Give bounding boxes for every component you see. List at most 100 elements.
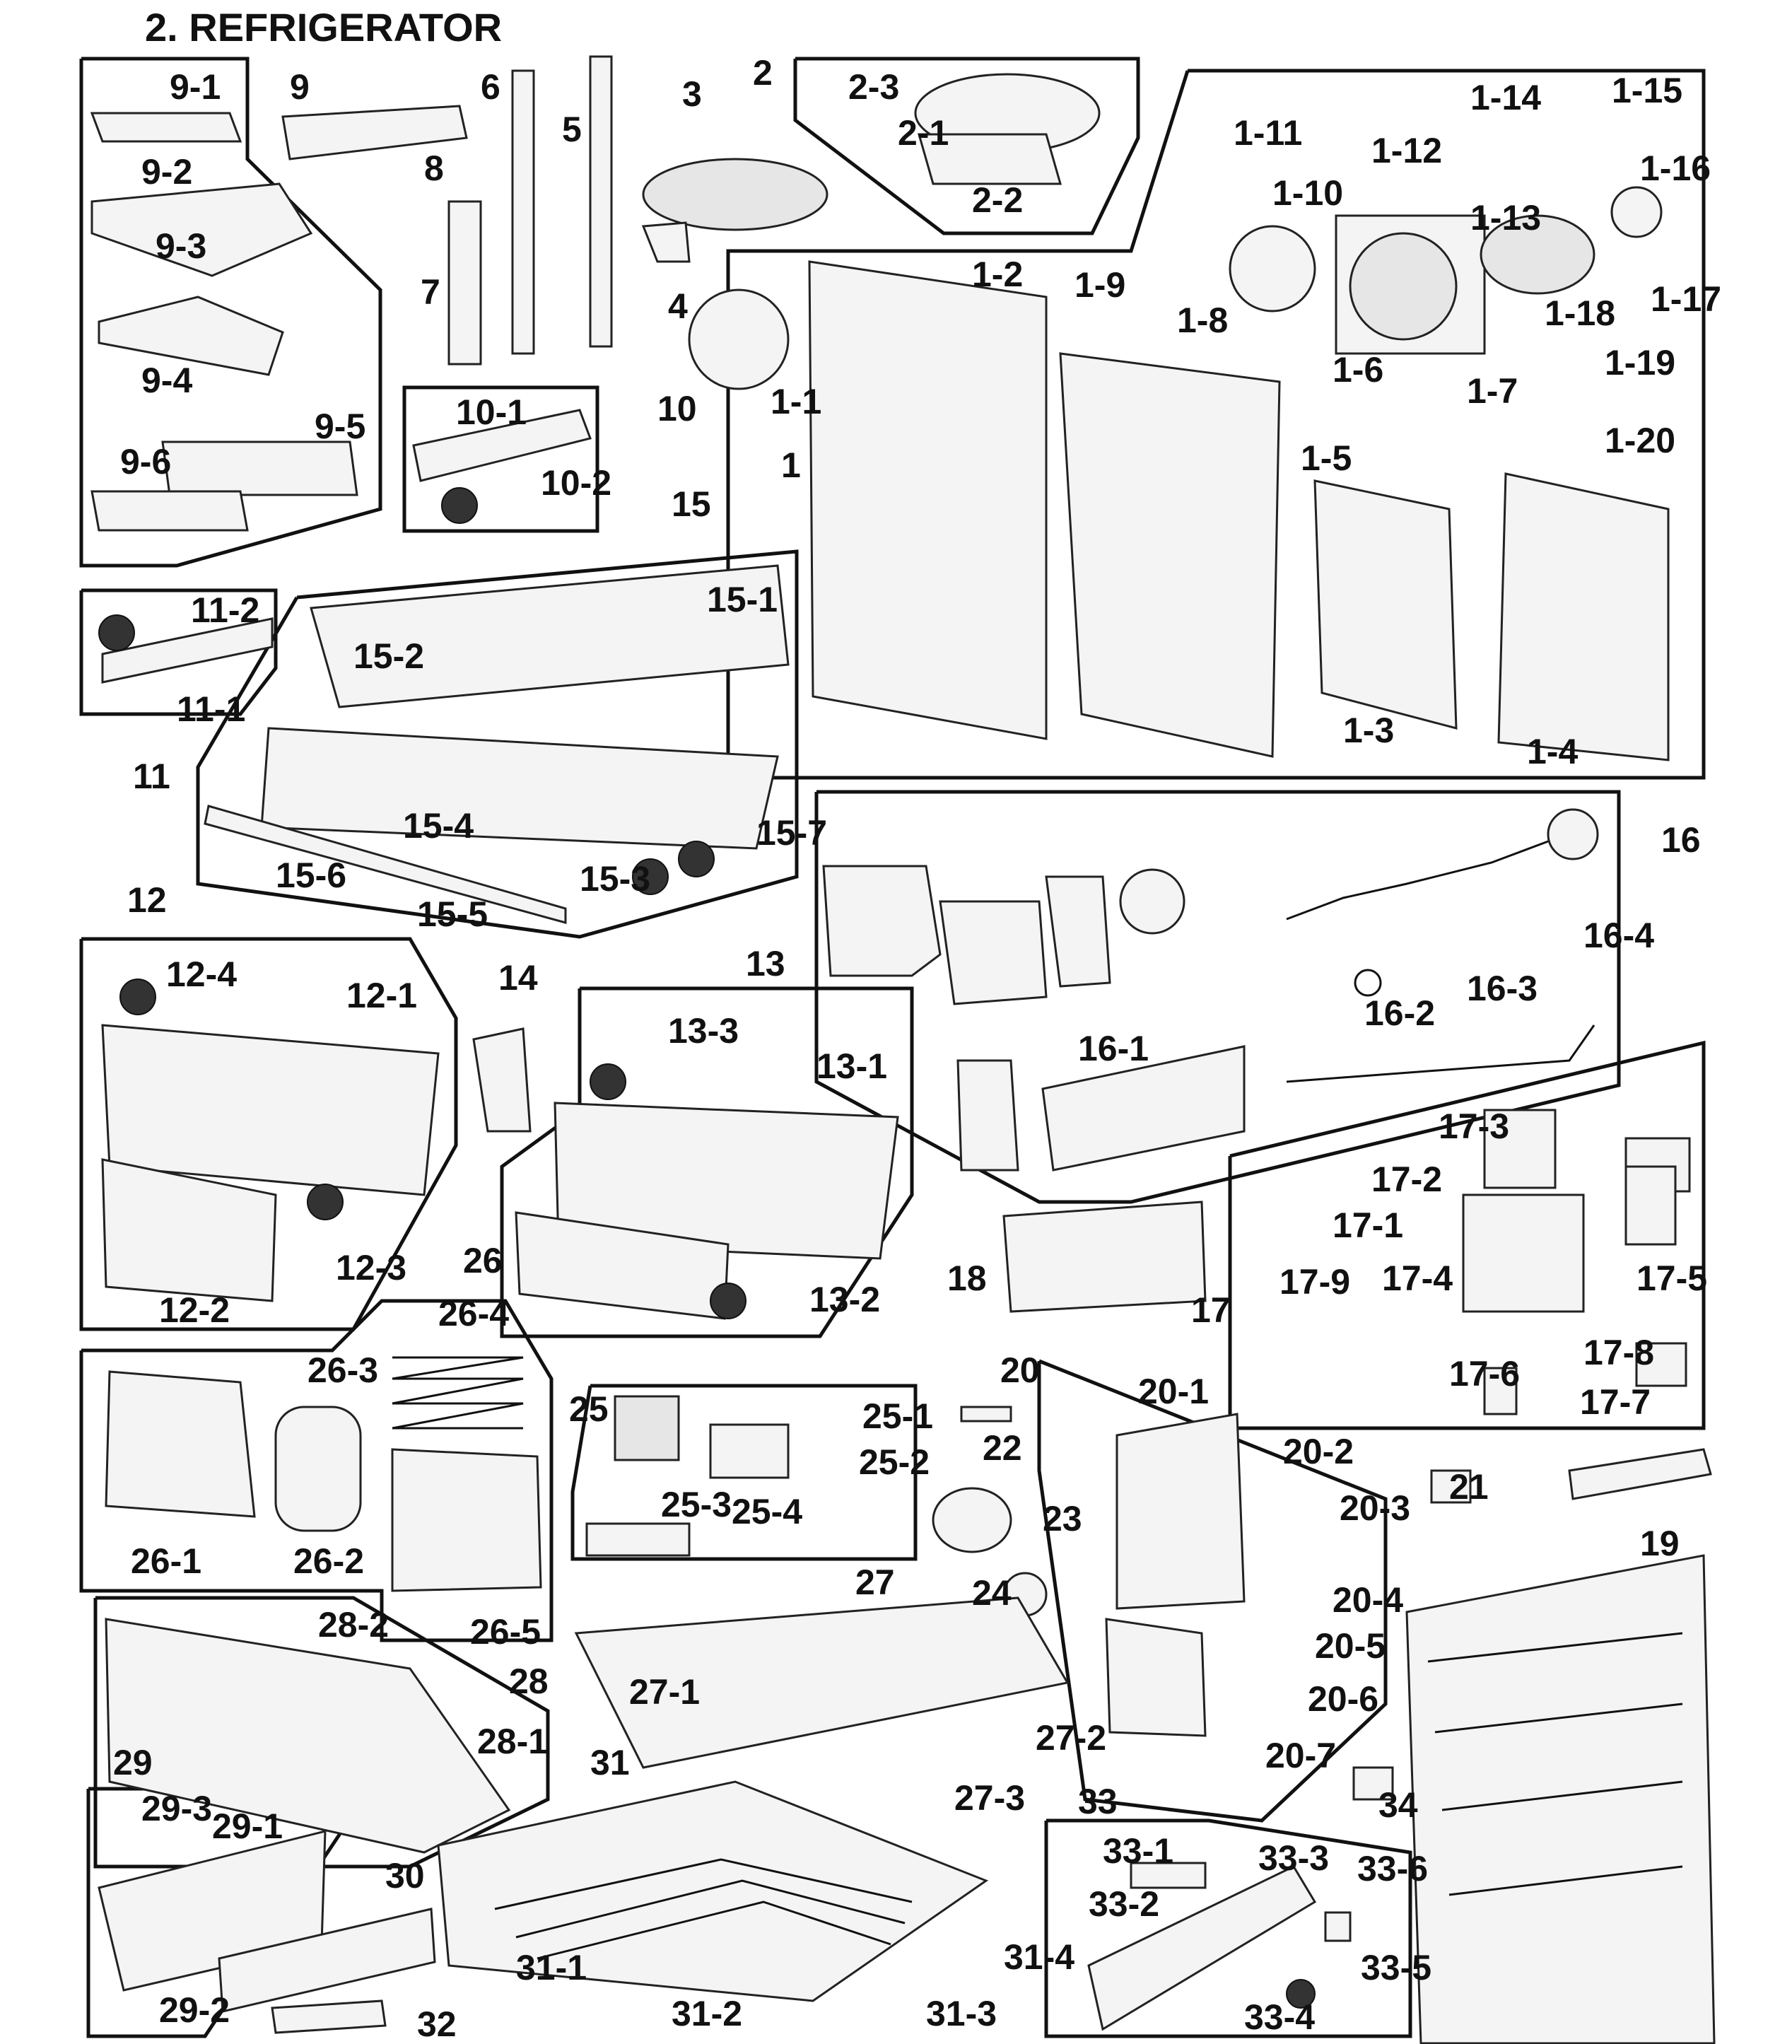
part-label-25-3: 25-3	[661, 1485, 732, 1524]
part-label-19: 19	[1640, 1524, 1680, 1563]
part-label-2-3: 2-3	[848, 67, 899, 107]
part-label-27-1: 27-1	[629, 1672, 700, 1712]
part-label-27-2: 27-2	[1036, 1718, 1106, 1758]
part-label-33-6: 33-6	[1357, 1849, 1428, 1888]
part-label-31-1: 31-1	[516, 1948, 587, 1987]
part-label-11-2: 11-2	[191, 590, 259, 630]
part-label-15-5: 15-5	[417, 894, 488, 934]
part-label-16-1: 16-1	[1078, 1029, 1149, 1068]
part-label-26-1: 26-1	[131, 1541, 201, 1581]
part-label-1-8: 1-8	[1177, 300, 1228, 340]
part-label-28-1: 28-1	[477, 1722, 548, 1761]
part-label-9-6: 9-6	[120, 442, 171, 481]
part-label-1-17: 1-17	[1651, 279, 1721, 319]
part-label-9-4: 9-4	[141, 361, 192, 400]
part-label-1-11: 1-11	[1234, 113, 1302, 153]
group-box-28	[93, 1596, 550, 1869]
part-label-1-16: 1-16	[1640, 148, 1711, 188]
part-label-17-9: 17-9	[1279, 1262, 1350, 1302]
part-label-7: 7	[421, 272, 440, 312]
part-label-20: 20	[1000, 1350, 1040, 1390]
part-label-20-2: 20-2	[1283, 1432, 1354, 1471]
part-label-1-5: 1-5	[1301, 438, 1352, 478]
part-label-15-3: 15-3	[580, 859, 650, 899]
part-label-25-2: 25-2	[859, 1442, 930, 1482]
part-label-1-1: 1-1	[771, 382, 821, 421]
diagram-title: 2. REFRIGERATOR	[145, 5, 502, 49]
part-label-2-1: 2-1	[898, 113, 949, 153]
part-label-17: 17	[1191, 1290, 1231, 1330]
part-label-1-9: 1-9	[1074, 265, 1125, 305]
part-label-9: 9	[290, 67, 310, 107]
group-box-2	[793, 57, 1140, 235]
part-label-6: 6	[481, 67, 500, 107]
part-label-12-2: 12-2	[159, 1290, 230, 1330]
part-label-26-5: 26-5	[470, 1612, 541, 1652]
part-label-33: 33	[1078, 1782, 1118, 1821]
part-label-30: 30	[385, 1856, 425, 1896]
part-label-16-4: 16-4	[1583, 916, 1654, 955]
part-label-15-4: 15-4	[403, 806, 474, 846]
part-label-20-3: 20-3	[1340, 1488, 1410, 1528]
part-label-15-6: 15-6	[276, 855, 346, 895]
part-label-13-2: 13-2	[809, 1280, 880, 1319]
part-label-28-2: 28-2	[318, 1605, 389, 1645]
part-label-20-6: 20-6	[1308, 1679, 1378, 1719]
part-label-10: 10	[657, 389, 697, 428]
part-label-13-3: 13-3	[668, 1011, 739, 1051]
part-label-24: 24	[972, 1573, 1012, 1613]
part-label-9-3: 9-3	[156, 226, 206, 266]
part-label-20-5: 20-5	[1315, 1626, 1386, 1666]
part-label-20-7: 20-7	[1265, 1736, 1336, 1775]
part-label-15-7: 15-7	[756, 813, 827, 853]
part-label-1-2: 1-2	[972, 255, 1023, 294]
part-label-33-3: 33-3	[1258, 1838, 1329, 1878]
part-label-17-4: 17-4	[1382, 1258, 1453, 1298]
part-label-21: 21	[1449, 1467, 1489, 1507]
group-box-20	[1037, 1359, 1388, 1823]
part-label-8: 8	[424, 148, 444, 188]
group-box-10	[402, 385, 599, 533]
part-label-33-5: 33-5	[1361, 1948, 1431, 1987]
part-label-1-3: 1-3	[1343, 711, 1394, 750]
part-label-9-5: 9-5	[315, 407, 365, 446]
part-label-17-1: 17-1	[1333, 1205, 1403, 1245]
part-label-20-4: 20-4	[1333, 1580, 1403, 1620]
part-label-27-3: 27-3	[954, 1778, 1025, 1818]
group-box-12	[79, 937, 458, 1331]
part-label-33-4: 33-4	[1244, 1997, 1315, 2037]
part-label-29-3: 29-3	[141, 1789, 212, 1828]
part-label-12-1: 12-1	[346, 976, 417, 1015]
part-label-1-6: 1-6	[1333, 350, 1383, 390]
part-label-34: 34	[1378, 1785, 1418, 1825]
part-label-26-2: 26-2	[293, 1541, 364, 1581]
part-label-2-2: 2-2	[972, 180, 1023, 220]
group-box-9	[79, 57, 382, 568]
group-box-33	[1044, 1818, 1412, 2038]
part-label-15-1: 15-1	[707, 580, 778, 619]
part-label-13-1: 13-1	[816, 1046, 887, 1086]
part-label-12-4: 12-4	[166, 954, 237, 994]
part-label-1-14: 1-14	[1470, 78, 1541, 117]
part-label-12: 12	[127, 880, 167, 920]
part-shapes	[90, 55, 1716, 2044]
part-label-2: 2	[753, 53, 773, 93]
part-label-1-15: 1-15	[1612, 71, 1682, 110]
group-box-1	[726, 69, 1706, 780]
part-label-14: 14	[498, 958, 538, 998]
group-box-26	[79, 1299, 554, 1642]
part-label-11-1: 11-1	[177, 689, 245, 729]
part-label-17-8: 17-8	[1583, 1333, 1654, 1372]
part-label-20-1: 20-1	[1138, 1372, 1209, 1411]
part-label-10-1: 10-1	[456, 392, 527, 432]
part-label-31-2: 31-2	[672, 1994, 742, 2033]
part-label-1: 1	[781, 445, 801, 485]
part-label-16-2: 16-2	[1364, 993, 1435, 1033]
part-label-1-4: 1-4	[1527, 732, 1578, 771]
part-label-17-2: 17-2	[1371, 1160, 1442, 1199]
part-label-28: 28	[509, 1662, 549, 1701]
group-box-17	[1228, 1040, 1706, 1430]
group-box-15	[196, 549, 799, 939]
